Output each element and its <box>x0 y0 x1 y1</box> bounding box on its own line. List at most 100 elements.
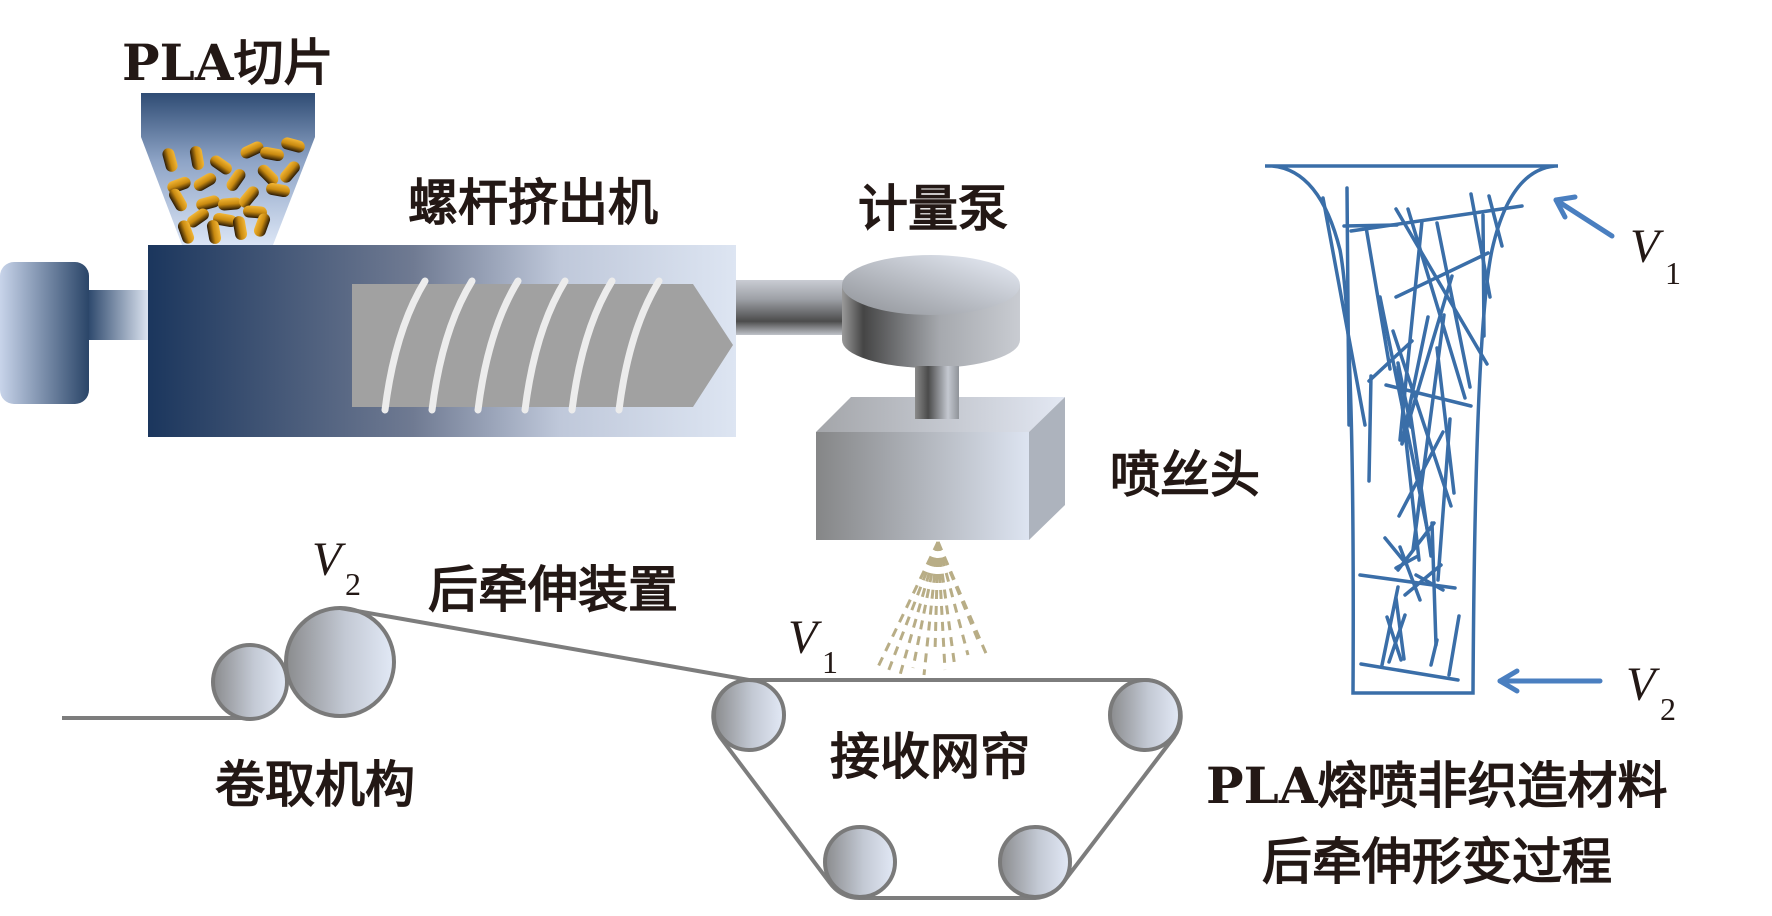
pla-chip <box>239 186 259 208</box>
metering-pump <box>736 255 1020 420</box>
fiber-strand <box>1367 339 1414 383</box>
v2-arrow <box>1497 668 1603 694</box>
fiber-strand <box>1397 430 1445 518</box>
hopper <box>141 93 315 245</box>
fiber-strand <box>1394 251 1490 299</box>
fiber-strand <box>1414 573 1445 592</box>
fiber-strand <box>1411 313 1446 552</box>
fiber-strand <box>1321 196 1367 427</box>
pump-cylinder-top <box>842 255 1020 315</box>
take-up-roller-small <box>211 643 289 721</box>
screw-body <box>352 284 733 407</box>
fiber-strand <box>1396 521 1436 572</box>
pla-chip <box>280 161 300 183</box>
svg-text:2: 2 <box>345 566 361 602</box>
fiber-strand <box>1380 585 1400 667</box>
pla-chip <box>226 169 246 191</box>
label-v2-draw-roller: V 2 <box>312 533 361 602</box>
label-pla-chips: PLA切片 <box>122 33 334 92</box>
drive-motor <box>0 262 89 404</box>
pla-chip <box>281 137 305 153</box>
pla-chip <box>240 141 264 159</box>
fiber-strand <box>1400 315 1430 445</box>
melt-jet <box>911 541 940 669</box>
melt-jets <box>875 541 990 676</box>
pla-chip <box>177 220 195 244</box>
label-screw-extruder: 螺杆挤出机 <box>408 173 658 232</box>
svg-text:V: V <box>788 611 822 664</box>
label-process-caption-line1: PLA熔喷非织造材料 <box>1206 756 1668 815</box>
pla-chip <box>213 212 237 228</box>
label-metering-pump: 计量泵 <box>858 179 1008 238</box>
svg-text:V: V <box>312 533 346 586</box>
take-up-assembly <box>62 606 750 721</box>
fiber-strand <box>1345 186 1351 427</box>
fiber-strand <box>1436 417 1452 582</box>
v1-arrow <box>1553 194 1615 239</box>
pla-chips <box>162 137 305 244</box>
label-v1-conveyor: V 1 <box>788 611 838 680</box>
conveyor-roller-top-right <box>1108 678 1182 752</box>
fiber-strand <box>1406 207 1467 400</box>
drive-shaft <box>89 290 149 340</box>
fiber-strand <box>1487 194 1504 248</box>
svg-text:V: V <box>1626 658 1660 711</box>
svg-text:1: 1 <box>822 644 838 680</box>
conveyor-roller-bottom-left <box>823 825 897 899</box>
pla-chip <box>169 188 187 212</box>
svg-text:1: 1 <box>1665 255 1681 291</box>
fiber-strand <box>1396 365 1421 562</box>
fiber-strand <box>1447 614 1461 677</box>
pla-chip <box>257 164 279 186</box>
spinneret-die <box>816 397 1065 676</box>
drawn-web-line <box>339 606 750 682</box>
fiber-strand <box>1358 573 1457 590</box>
label-spinneret: 喷丝头 <box>1110 445 1260 504</box>
fiber-strand <box>1398 545 1422 602</box>
pla-chip <box>162 148 178 172</box>
melt-jet <box>936 541 947 671</box>
draw-roller-large <box>284 606 396 718</box>
fiber-strand <box>1430 521 1438 647</box>
label-process-caption-line2: 后牵伸形变过程 <box>1262 832 1612 891</box>
melt-jet <box>922 541 940 676</box>
deformation-funnel <box>1265 164 1615 695</box>
melt-jet <box>936 541 957 669</box>
die-side-face <box>1029 397 1065 540</box>
melt-jet <box>875 541 940 670</box>
fiber-strand <box>1394 207 1489 366</box>
funnel-outline <box>1265 164 1558 695</box>
fiber-strand <box>1359 662 1460 682</box>
label-post-draw-device: 后牵伸装置 <box>428 560 678 619</box>
svg-text:2: 2 <box>1660 691 1676 727</box>
label-v2-funnel: V 2 <box>1626 658 1676 727</box>
fiber-strand <box>1387 613 1407 664</box>
melt-jet <box>898 541 940 676</box>
label-v1-funnel: V 1 <box>1630 220 1681 291</box>
pla-chip <box>218 197 242 211</box>
svg-text:V: V <box>1630 220 1664 273</box>
melt-pipe <box>736 280 846 335</box>
fiber-strand <box>1429 638 1439 667</box>
pla-chip <box>206 220 222 244</box>
label-collector-screen: 接收网帘 <box>830 727 1030 786</box>
fiber-strand <box>1435 346 1456 495</box>
fiber-strand <box>1469 192 1492 299</box>
pla-chip <box>196 195 220 211</box>
label-take-up-mechanism: 卷取机构 <box>215 755 415 814</box>
screw-flights <box>381 277 663 414</box>
melt-jet <box>886 541 940 673</box>
melt-jet <box>933 541 940 653</box>
pla-chip <box>210 155 232 175</box>
pla-chip <box>193 173 217 191</box>
fiber-strand <box>1391 329 1453 508</box>
pla-chip <box>253 213 271 237</box>
screw-extruder <box>0 245 736 437</box>
fiber-network <box>1321 186 1524 682</box>
die-front-face <box>816 432 1029 540</box>
melt-jet <box>936 541 990 659</box>
fiber-strand <box>1364 225 1392 371</box>
collector-conveyor <box>711 678 1183 901</box>
fiber-strand <box>1383 536 1405 562</box>
